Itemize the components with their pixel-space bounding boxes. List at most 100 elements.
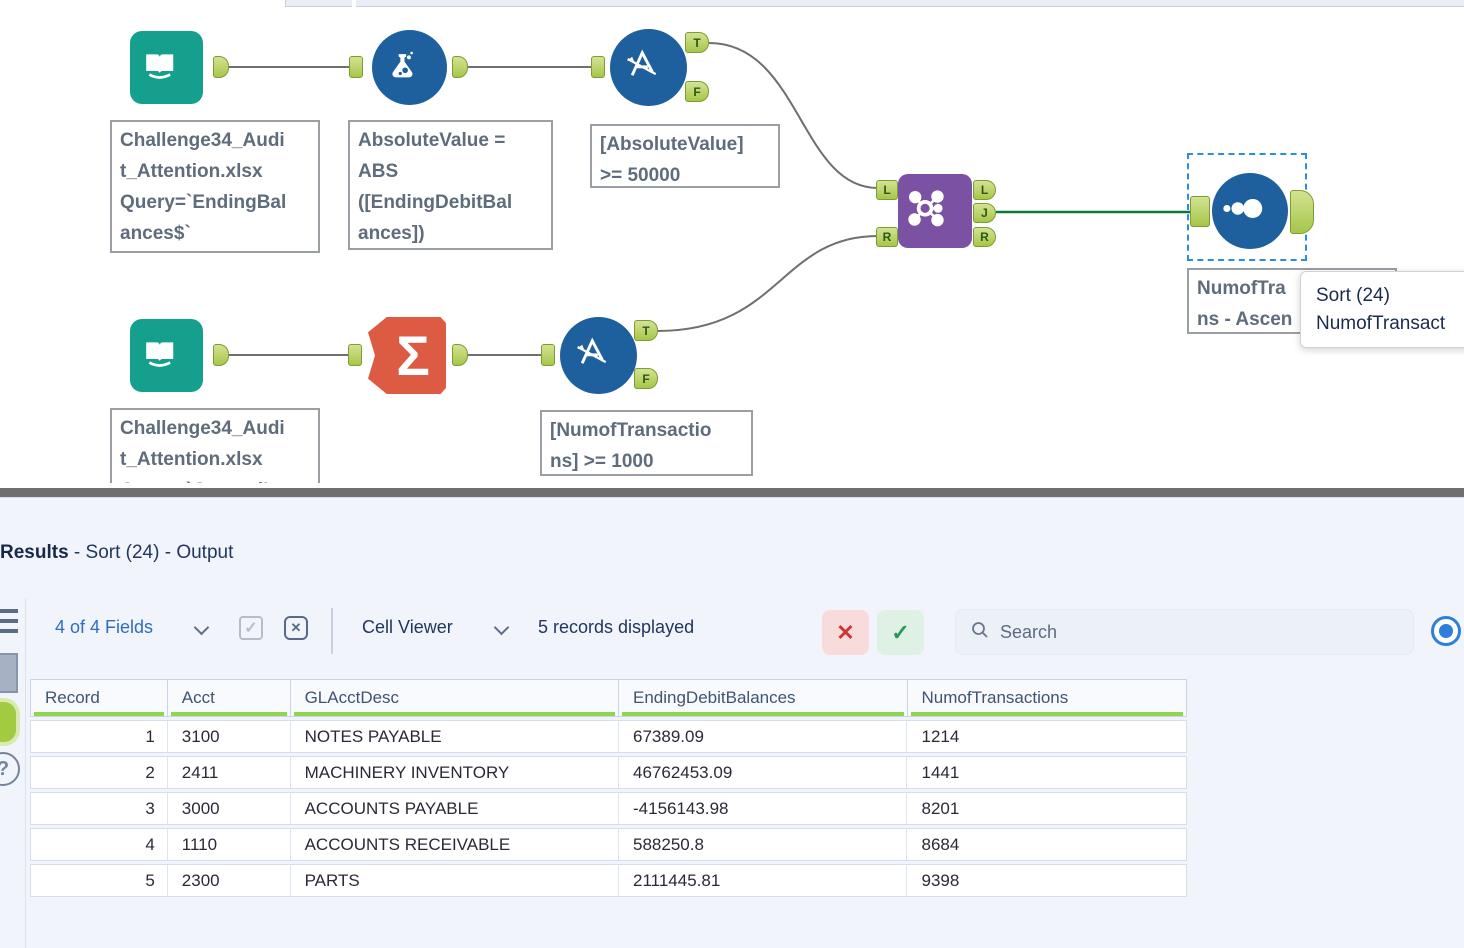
table-row[interactable]: 5 2300 PARTS 2111445.81 9398 <box>30 864 1187 897</box>
cell-desc[interactable]: ACCOUNTS PAYABLE <box>291 793 619 824</box>
cell-acct[interactable]: 2300 <box>168 865 291 896</box>
filter-true-button[interactable]: ✓ <box>877 610 924 655</box>
cell-num[interactable]: 1214 <box>921 726 960 746</box>
cell-balance[interactable]: 2111445.81 <box>619 865 908 896</box>
filter1-false-anchor[interactable]: F <box>685 81 709 102</box>
cell-acct[interactable]: 3100 <box>168 721 291 752</box>
annotation-input1[interactable]: Challenge34_Audi t_Attention.xlsx Query=… <box>110 120 320 253</box>
cell-num[interactable]: 8201 <box>921 798 960 818</box>
fields-dropdown[interactable]: 4 of 4 Fields <box>55 617 154 637</box>
cell-record[interactable]: 4 <box>31 829 168 860</box>
annotation-filter1[interactable]: [AbsoluteValue] >= 50000 <box>590 124 780 188</box>
annotation-input2[interactable]: Challenge34_Audi t_Attention.xlsx Query=… <box>110 408 320 488</box>
filter-tool-1[interactable] <box>610 29 687 106</box>
cell-record[interactable]: 3 <box>31 793 168 824</box>
table-row[interactable]: 2 2411 MACHINERY INVENTORY 46762453.09 1… <box>30 756 1187 789</box>
filter2-false-anchor[interactable]: F <box>634 368 658 389</box>
join-tool[interactable] <box>898 174 972 248</box>
table-row[interactable]: 4 1110 ACCOUNTS RECEIVABLE 588250.8 8684 <box>30 828 1187 861</box>
table-row[interactable]: 1 3100 NOTES PAYABLE 67389.09 1214 <box>30 720 1187 753</box>
cell-balance[interactable]: 588250.8 <box>619 829 908 860</box>
formula-input-anchor[interactable] <box>349 56 363 78</box>
cell-desc[interactable]: ACCOUNTS RECEIVABLE <box>291 829 619 860</box>
check-glyph: ✓ <box>891 619 910 645</box>
cell-record[interactable]: 1 <box>31 721 168 752</box>
sort-dots-icon <box>1216 184 1284 238</box>
records-displayed-label: 5 records displayed <box>538 617 695 637</box>
anchor-label: J <box>981 206 988 220</box>
anchor-label: F <box>693 84 701 99</box>
column-header-numoftransactions[interactable]: NumofTransactions <box>908 680 1187 716</box>
chevron-down-icon[interactable] <box>193 619 210 636</box>
column-header-glacctdesc[interactable]: GLAcctDesc <box>291 680 619 716</box>
results-title-rest: - Sort (24) - Output <box>68 542 234 563</box>
cell-record[interactable]: 2 <box>31 757 168 788</box>
output-anchor-icon[interactable] <box>0 698 20 746</box>
input-data-tool-1[interactable] <box>130 31 203 104</box>
filter-false-button[interactable]: ✕ <box>822 610 869 655</box>
filter-funnel-icon <box>621 45 677 90</box>
annotation-formula[interactable]: AbsoluteValue = ABS ([EndingDebitBal anc… <box>348 120 553 250</box>
join-left-output-anchor[interactable]: L <box>973 180 996 200</box>
join-join-output-anchor[interactable]: J <box>973 203 996 223</box>
sort-tool[interactable] <box>1212 173 1288 249</box>
input2-output-anchor[interactable] <box>213 344 229 366</box>
filter-tool-2[interactable] <box>560 317 637 394</box>
annotation-filter2[interactable]: [NumofTransactio ns] >= 1000 <box>540 410 753 476</box>
cell-desc[interactable]: MACHINERY INVENTORY <box>291 757 619 788</box>
open-book-icon <box>141 334 193 376</box>
join-left-input-anchor[interactable]: L <box>876 180 898 200</box>
cell-desc[interactable]: NOTES PAYABLE <box>291 721 619 752</box>
results-table: Record Acct GLAcctDesc EndingDebitBalanc… <box>30 679 1187 897</box>
tooltip-title: Sort (24) <box>1316 285 1390 306</box>
cell-num[interactable]: 1441 <box>921 762 960 782</box>
summarize-tool[interactable]: Σ <box>368 317 446 394</box>
results-pane: Results - Sort (24) - Output ? 4 of 4 Fi… <box>0 497 1464 948</box>
sort-input-anchor[interactable] <box>1190 196 1210 227</box>
filter2-true-anchor[interactable]: T <box>634 320 658 341</box>
pane-dock-icon[interactable] <box>0 653 18 693</box>
input1-output-anchor[interactable] <box>213 56 229 78</box>
filter-funnel-icon <box>571 333 627 378</box>
filter2-input-anchor[interactable] <box>541 344 555 366</box>
pane-splitter[interactable] <box>0 488 1464 497</box>
cell-acct[interactable]: 3000 <box>168 793 291 824</box>
join-right-output-anchor[interactable]: R <box>973 227 996 247</box>
chevron-down-icon[interactable] <box>493 619 510 636</box>
summarize-input-anchor[interactable] <box>348 344 362 366</box>
menu-icon[interactable] <box>0 609 18 639</box>
top-tab-strip <box>285 0 1464 7</box>
cell-acct[interactable]: 2411 <box>168 757 291 788</box>
formula-tool[interactable] <box>372 30 447 105</box>
filter1-input-anchor[interactable] <box>591 56 605 78</box>
flask-icon <box>383 46 437 90</box>
join-network-icon <box>904 186 966 236</box>
cell-balance[interactable]: 67389.09 <box>619 721 908 752</box>
column-header-acct[interactable]: Acct <box>168 680 291 716</box>
cell-acct[interactable]: 1110 <box>168 829 291 860</box>
results-pane-title: Results - Sort (24) - Output <box>0 542 233 564</box>
formula-output-anchor[interactable] <box>452 56 468 78</box>
cell-record[interactable]: 5 <box>31 865 168 896</box>
sort-output-anchor[interactable] <box>1290 190 1314 234</box>
cell-viewer-dropdown[interactable]: Cell Viewer <box>362 617 453 637</box>
cell-balance[interactable]: 46762453.09 <box>619 757 908 788</box>
summarize-output-anchor[interactable] <box>452 344 468 366</box>
column-header-record[interactable]: Record <box>31 680 168 716</box>
help-icon[interactable]: ? <box>0 752 20 786</box>
data-profile-radio-icon[interactable] <box>1431 616 1461 646</box>
search-input[interactable] <box>1000 621 1380 643</box>
filter1-true-anchor[interactable]: T <box>685 32 709 53</box>
search-box[interactable] <box>955 609 1414 655</box>
cell-num[interactable]: 8684 <box>921 834 960 854</box>
input-data-tool-2[interactable] <box>130 319 203 392</box>
cell-desc[interactable]: PARTS <box>291 865 619 896</box>
cell-num[interactable]: 9398 <box>921 870 960 890</box>
join-right-input-anchor[interactable]: R <box>876 227 898 247</box>
column-header-endingdebitbalances[interactable]: EndingDebitBalances <box>619 680 908 716</box>
deselect-fields-icon[interactable]: ✕ <box>284 616 308 640</box>
table-row[interactable]: 3 3000 ACCOUNTS PAYABLE -4156143.98 8201 <box>30 792 1187 825</box>
select-fields-checkbox-icon[interactable]: ✓ <box>239 616 263 640</box>
cell-balance[interactable]: -4156143.98 <box>619 793 908 824</box>
